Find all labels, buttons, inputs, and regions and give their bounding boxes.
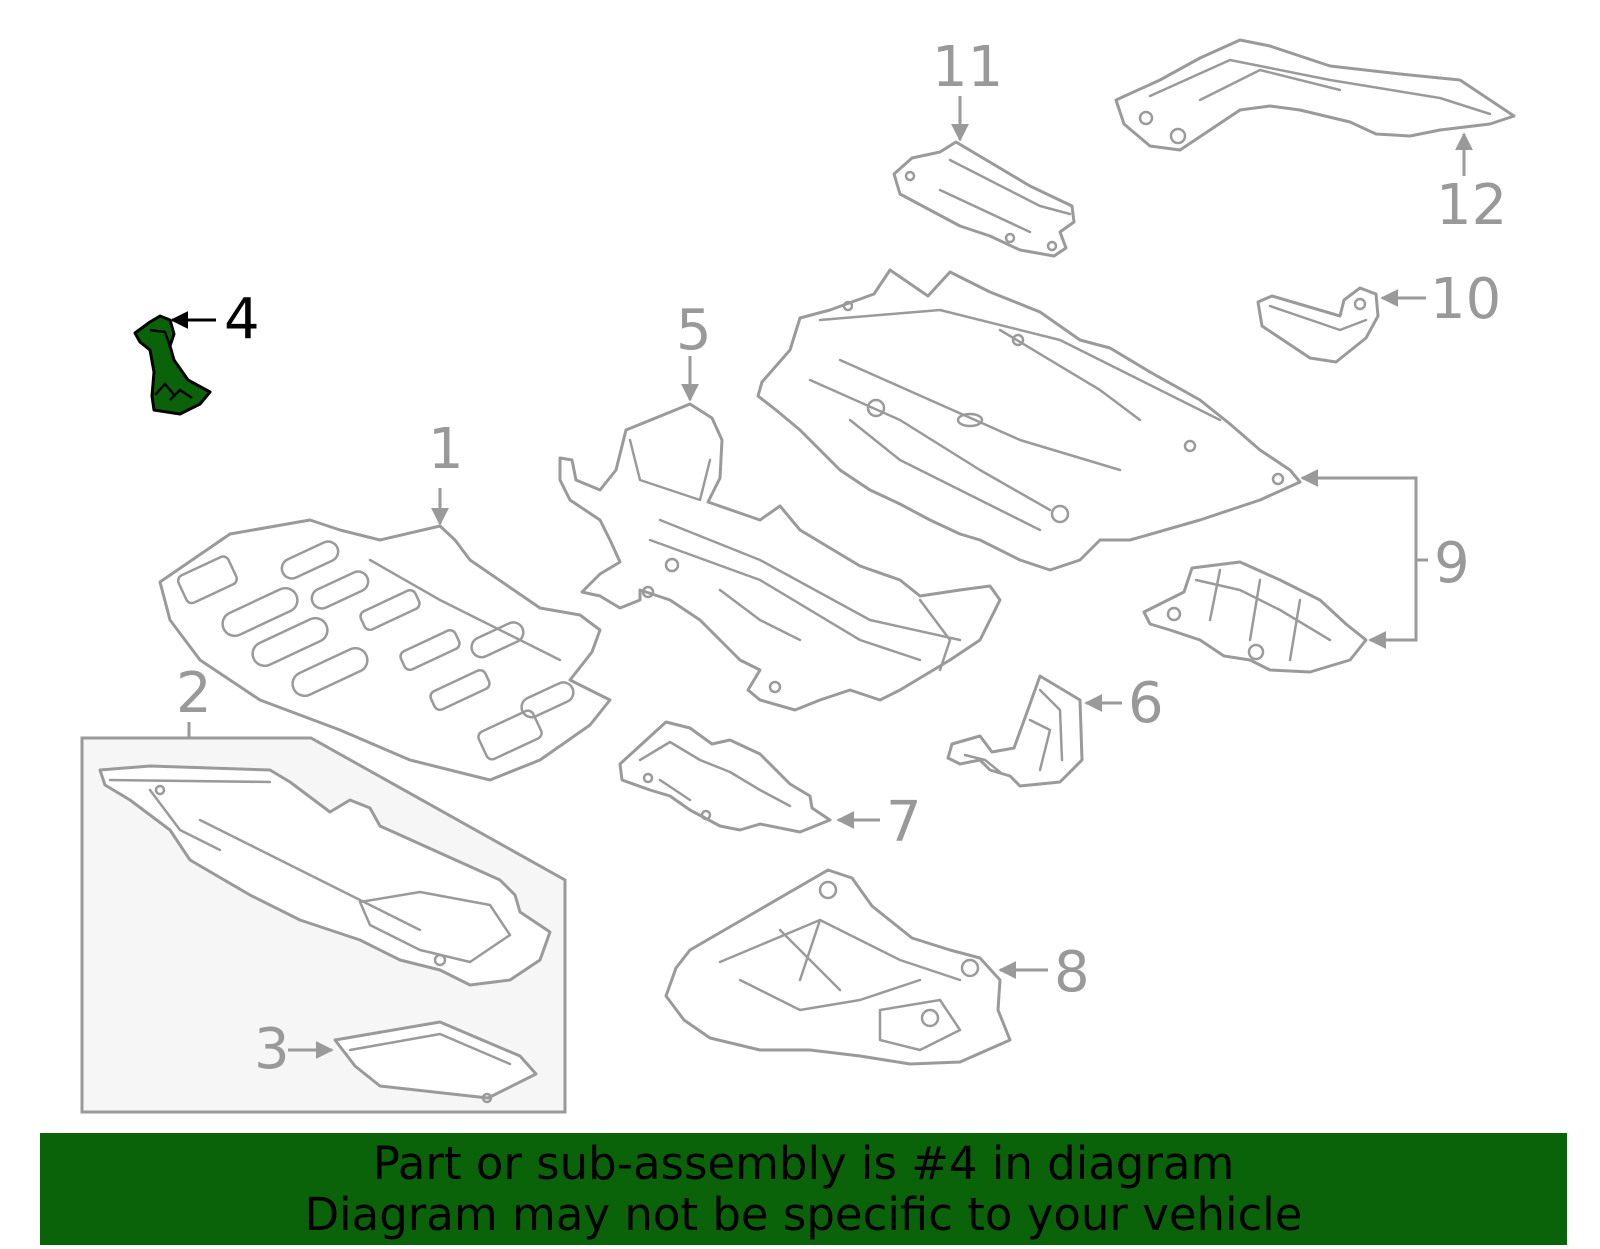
part-4-bracket-highlighted[interactable]: [133, 314, 212, 416]
banner-line-part: Part or sub-assembly is #4 in diagram: [372, 1137, 1235, 1190]
callout-12: 12: [1436, 173, 1508, 238]
part-11-bracket[interactable]: [892, 140, 1076, 258]
callout-5: 5: [676, 298, 712, 363]
parts-diagram: [80, 38, 1516, 1114]
banner-line-disclaimer: Diagram may not be specific to your vehi…: [304, 1188, 1303, 1241]
callout-10: 10: [1430, 267, 1502, 332]
part-7-heat-shield[interactable]: [618, 720, 832, 834]
part-9-shield-piece[interactable]: [1142, 560, 1368, 674]
part-2-under-cover[interactable]: [98, 764, 552, 987]
callout-11: 11: [932, 35, 1004, 100]
part-8-under-shield[interactable]: [664, 868, 1012, 1066]
callout-2: 2: [176, 661, 212, 726]
part-6-bracket[interactable]: [946, 674, 1084, 788]
part-1-splash-shield[interactable]: [158, 518, 612, 782]
part-12-rail[interactable]: [1114, 38, 1516, 152]
callout-4: 4: [224, 287, 260, 352]
part-5-frame-skid[interactable]: [558, 402, 1002, 712]
callout-3: 3: [254, 1017, 290, 1082]
part-9-rear-cover[interactable]: [756, 268, 1302, 572]
callout-6: 6: [1128, 671, 1164, 736]
info-banner: Part or sub-assembly is #4 in diagram Di…: [40, 1133, 1567, 1245]
callout-7: 7: [886, 790, 922, 855]
part-3-shield-bracket[interactable]: [333, 1020, 538, 1104]
part-10-bracket[interactable]: [1256, 286, 1380, 364]
callout-1: 1: [428, 417, 464, 482]
callout-8: 8: [1054, 940, 1090, 1005]
callout-9: 9: [1434, 531, 1470, 596]
